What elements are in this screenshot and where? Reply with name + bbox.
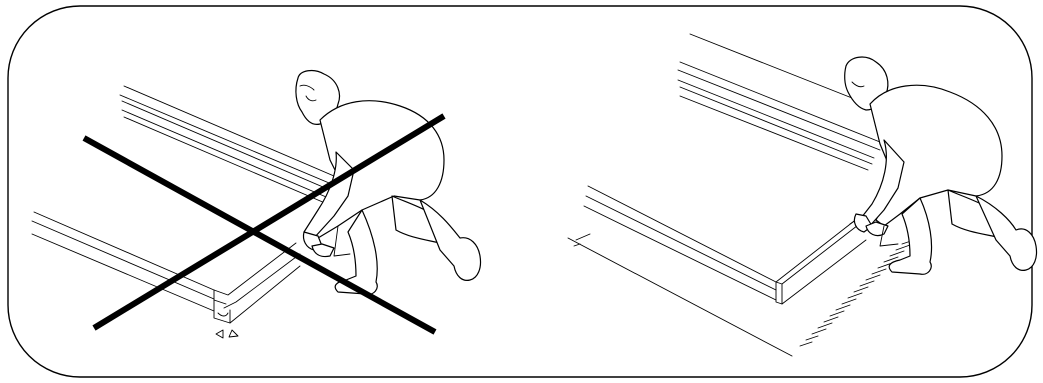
back-board-right: [678, 34, 880, 170]
front-board-right: [574, 186, 866, 304]
kneeling-person-right: [845, 57, 1037, 274]
cross-out-mark: [84, 116, 444, 332]
correct-method-panel: [568, 34, 1037, 356]
floor-hatching: [800, 240, 914, 346]
incorrect-method-panel: [32, 71, 481, 338]
kneeling-person-left: [296, 71, 481, 295]
floor-line: [568, 238, 792, 356]
